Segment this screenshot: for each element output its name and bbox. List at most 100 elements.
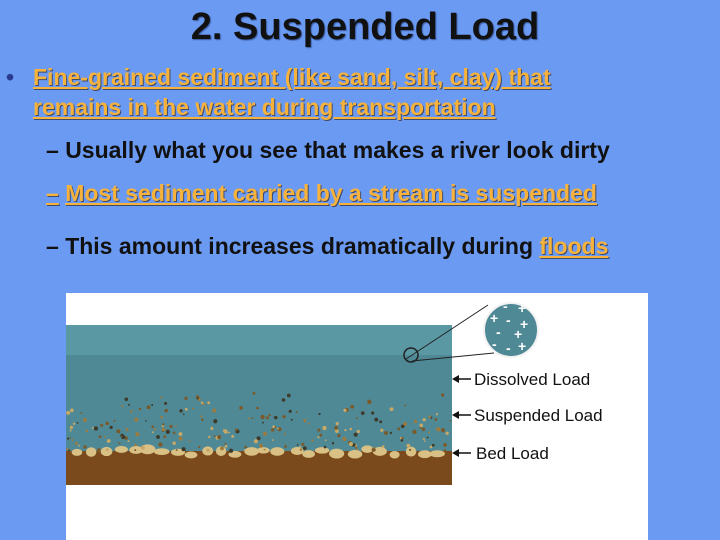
suspended-grain (379, 420, 383, 424)
suspended-grain (286, 393, 291, 398)
bed-stone (389, 451, 400, 459)
suspended-grain (224, 444, 228, 448)
subpoint-link-text[interactable]: Most sediment carried by a stream is sus… (65, 180, 597, 206)
bed-stone (270, 447, 285, 456)
suspended-grain (271, 439, 274, 441)
suspended-grain (355, 417, 358, 420)
suspended-grain (335, 422, 339, 426)
suspended-grain (116, 429, 121, 434)
suspended-grain (161, 427, 166, 432)
suspended-grain (443, 442, 447, 447)
suspended-grain (290, 418, 293, 421)
suspended-grain (350, 404, 355, 409)
suspended-grain (256, 436, 261, 441)
bed-load-label: Bed Load (476, 444, 549, 463)
floods-link[interactable]: floods (539, 233, 609, 259)
subpoint-suspended[interactable]: – Most sediment carried by a stream is s… (46, 180, 597, 207)
suspended-grain (164, 401, 168, 405)
suspended-grain (404, 404, 407, 407)
suspended-grain (124, 436, 128, 440)
suspended-grain (182, 413, 185, 416)
suspended-grain (449, 420, 452, 422)
dissolved-particle (403, 347, 419, 363)
suspended-grain (125, 428, 129, 432)
suspended-grain (192, 407, 194, 410)
suspended-grain (419, 423, 424, 428)
diagram-svg: -++-+-+--+ Dissolved Load Suspended Load… (66, 298, 603, 485)
suspended-grain (212, 408, 217, 413)
suspended-grain (443, 449, 446, 452)
suspended-grain (342, 436, 347, 442)
suspended-grain (93, 426, 99, 431)
ion-sign: + (518, 338, 526, 354)
main-point-line-1[interactable]: Fine-grained sediment (like sand, silt, … (33, 64, 551, 90)
suspended-grain (353, 432, 358, 437)
suspended-grain (288, 409, 292, 413)
suspended-grain (244, 445, 247, 449)
suspended-grain (151, 431, 154, 434)
suspended-grain (169, 424, 173, 428)
suspended-grain (69, 425, 74, 430)
dash-marker: – (46, 137, 59, 163)
suspended-grain (91, 427, 94, 429)
suspended-grain (284, 444, 287, 448)
suspended-grain (239, 405, 243, 410)
suspended-grain (373, 446, 376, 449)
suspended-grain (160, 396, 163, 399)
ion-sign: - (506, 340, 511, 356)
suspended-grain (172, 431, 176, 435)
suspended-grain (389, 431, 393, 435)
suspended-grain (406, 443, 411, 448)
main-point-line-2[interactable]: remains in the water during transportati… (33, 94, 496, 120)
dash-marker: – (46, 180, 59, 206)
suspended-grain (445, 431, 449, 435)
suspended-grain (428, 415, 432, 419)
suspended-grain (281, 398, 286, 402)
suspended-grain (100, 423, 104, 427)
suspended-grain (299, 445, 302, 448)
suspended-grain (360, 411, 365, 415)
bed-stone (372, 446, 387, 456)
suspended-grain (243, 449, 246, 452)
suspended-grain (308, 422, 311, 425)
suspended-grain (224, 442, 227, 445)
ion-sign: + (520, 316, 528, 332)
suspended-grain (251, 417, 254, 420)
suspended-grain (384, 430, 388, 435)
bed-stones (71, 444, 445, 459)
suspended-grain (272, 425, 275, 428)
suspended-grain (158, 442, 163, 447)
suspended-grain (106, 439, 111, 443)
suspended-grain (134, 417, 139, 422)
ion-sign: - (506, 312, 511, 328)
suspended-grain (356, 448, 359, 451)
suspended-grain (282, 415, 286, 419)
suspended-grains (66, 391, 452, 453)
suspended-grain (200, 401, 204, 405)
bed-stone (244, 447, 259, 456)
suspended-grain (83, 445, 87, 449)
suspended-grain (273, 415, 278, 420)
suspended-grain (403, 422, 407, 426)
suspended-grain (70, 408, 74, 413)
suspended-grain (419, 426, 422, 429)
suspended-grain (128, 403, 130, 406)
suspended-grain (422, 418, 426, 422)
suspended-grain (78, 444, 80, 447)
suspended-grain (146, 405, 151, 410)
suspended-grain (201, 418, 204, 422)
suspended-grain (145, 420, 147, 422)
suspended-grain (76, 421, 79, 424)
suspended-grain (265, 416, 270, 420)
suspended-grain (283, 432, 286, 435)
ion-signs: -++-+-+--+ (490, 298, 528, 356)
suspended-grain (270, 428, 275, 432)
suspended-grain (179, 409, 183, 413)
suspended-grain (138, 407, 142, 411)
suspended-grain (162, 423, 165, 426)
suspended-grain (397, 427, 401, 431)
bed-stone (71, 448, 83, 456)
suspended-grain (98, 435, 102, 439)
suspended-grain (189, 439, 191, 442)
suspended-grain (175, 425, 177, 428)
